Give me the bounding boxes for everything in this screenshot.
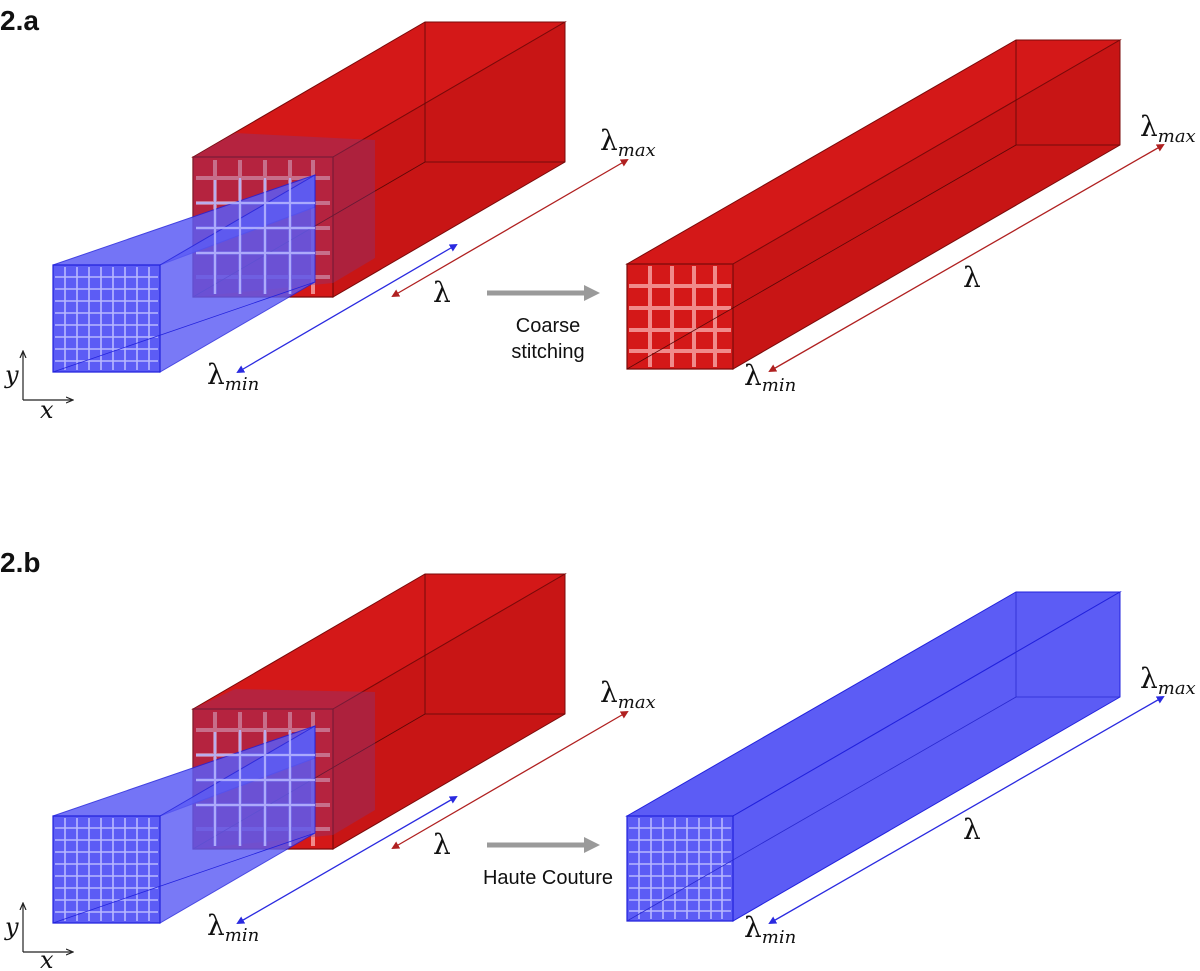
result-b-lambda: λ — [963, 813, 981, 846]
blue-wavelength-arrow — [236, 243, 458, 374]
x-axis-label-b: x — [40, 946, 54, 971]
caption-a-line1: Coarse — [516, 315, 580, 337]
axes-indicator: y x — [4, 352, 72, 424]
lambda-min-label: λmin — [207, 358, 259, 395]
caption-a-line2: stitching — [511, 341, 584, 363]
lambda-max-label-b: λmax — [600, 676, 656, 713]
y-axis-label: y — [4, 361, 19, 389]
result-b-lambda-max: λmax — [1140, 662, 1196, 699]
result-a-lambda-min: λmin — [744, 359, 796, 396]
panel-b: 2.b — [0, 547, 1196, 971]
result-b-wavelength-arrow — [768, 696, 1165, 924]
result-a-lambda-max: λmax — [1140, 110, 1196, 147]
x-axis-label: x — [40, 396, 54, 424]
caption-b-line1: Haute Couture — [483, 867, 613, 889]
panel-a-label: 2.a — [0, 5, 39, 36]
result-a-wavelength-arrow — [768, 144, 1165, 372]
lambda-label: λ — [433, 276, 451, 309]
blue-fine-cube — [52, 174, 316, 373]
result-a-lambda: λ — [963, 261, 981, 294]
lambda-min-label-b: λmin — [207, 909, 259, 946]
blue-wavelength-arrow-b — [236, 795, 458, 925]
lambda-label-b: λ — [433, 828, 451, 861]
blue-fine-cube-b — [52, 725, 316, 924]
result-b-lambda-min: λmin — [744, 911, 796, 948]
blue-result-cube — [625, 591, 1122, 922]
panel-b-label: 2.b — [0, 547, 40, 578]
axes-indicator-b: y x — [4, 904, 72, 971]
panel-a: 2.a — [0, 5, 1196, 424]
red-result-cube — [625, 39, 1122, 370]
lambda-max-label: λmax — [600, 124, 656, 161]
y-axis-label-b: y — [4, 913, 19, 941]
